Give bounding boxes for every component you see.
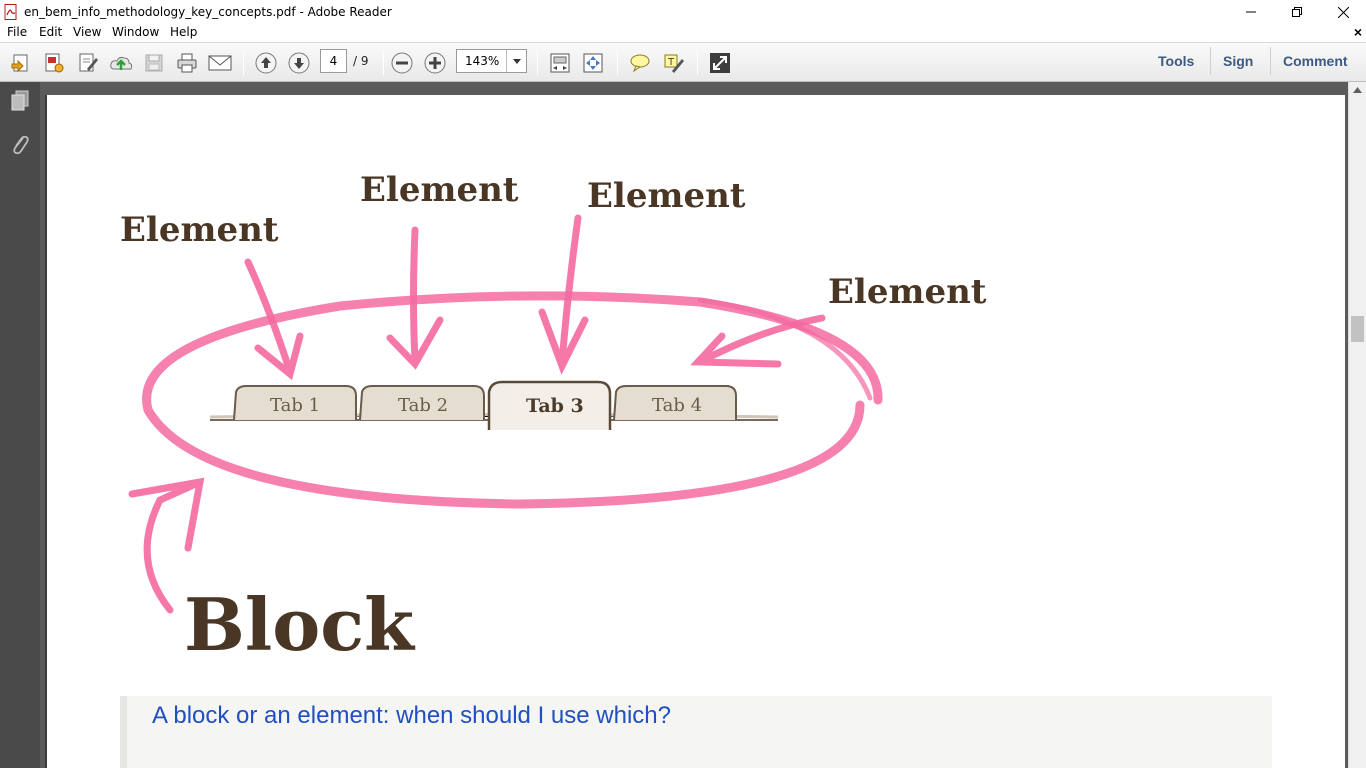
tab-2-label: Tab 2	[398, 395, 449, 416]
menu-window[interactable]: Window	[112, 25, 160, 39]
save-icon[interactable]	[141, 50, 167, 76]
section-block: A block or an element: when should I use…	[120, 696, 1272, 768]
restore-button[interactable]	[1274, 0, 1320, 24]
tab-shape	[613, 385, 737, 421]
close-window-button[interactable]	[1320, 0, 1366, 24]
sticky-note-icon[interactable]	[627, 50, 653, 76]
element-label: Element	[828, 272, 987, 312]
comment-pane-button[interactable]: Comment	[1283, 53, 1348, 69]
zoom-select[interactable]: 143%	[456, 49, 527, 73]
full-screen-icon[interactable]	[707, 50, 733, 76]
menu-edit[interactable]: Edit	[39, 25, 63, 39]
pdf-page	[45, 95, 1345, 768]
next-page-icon[interactable]	[286, 50, 312, 76]
chevron-down-icon[interactable]	[506, 50, 526, 72]
scroll-thumb[interactable]	[1351, 316, 1364, 342]
sign-pane-button[interactable]: Sign	[1223, 53, 1254, 69]
svg-text:T: T	[667, 57, 675, 68]
create-pdf-icon[interactable]	[41, 50, 67, 76]
title-bar: en_bem_info_methodology_key_concepts.pdf…	[0, 0, 1366, 24]
previous-page-icon[interactable]	[253, 50, 279, 76]
tab-4-label: Tab 4	[652, 395, 703, 416]
element-label: Element	[120, 210, 279, 250]
fit-width-icon[interactable]	[547, 50, 573, 76]
zoom-out-icon[interactable]	[389, 50, 415, 76]
edit-pdf-icon[interactable]	[75, 50, 101, 76]
highlight-text-icon[interactable]: T	[660, 50, 686, 76]
page-number-input[interactable]: 4	[320, 49, 347, 73]
tab-shape	[359, 385, 485, 421]
fit-page-icon[interactable]	[580, 50, 606, 76]
tab-shape-active	[487, 380, 612, 430]
minimize-button[interactable]	[1228, 0, 1274, 24]
window-title: en_bem_info_methodology_key_concepts.pdf…	[24, 5, 392, 19]
scroll-up-icon[interactable]	[1348, 82, 1366, 98]
menu-bar: File Edit View Window Help ×	[0, 24, 1366, 42]
menu-file[interactable]: File	[7, 25, 28, 39]
page-thumbnails-icon[interactable]	[8, 88, 32, 114]
element-arrows	[128, 214, 826, 614]
upload-cloud-icon[interactable]	[108, 50, 134, 76]
tab-strip	[209, 380, 779, 430]
print-icon[interactable]	[174, 50, 200, 76]
navigation-pane	[0, 82, 40, 768]
pdf-file-icon	[4, 4, 18, 20]
section-heading: A block or an element: when should I use…	[152, 702, 671, 729]
close-document-icon[interactable]: ×	[1353, 24, 1362, 40]
tab-3-label: Tab 3	[526, 395, 584, 417]
menu-help[interactable]: Help	[170, 25, 198, 39]
tools-pane-button[interactable]: Tools	[1158, 53, 1195, 69]
email-icon[interactable]	[207, 50, 233, 76]
tab-shape	[233, 385, 357, 421]
menu-view[interactable]: View	[73, 25, 102, 39]
element-label: Element	[360, 170, 519, 210]
zoom-value: 143%	[465, 54, 500, 68]
element-label: Element	[587, 176, 746, 216]
block-label: Block	[184, 582, 414, 667]
toolbar: T	[0, 42, 1366, 82]
block-ellipse	[142, 291, 883, 509]
zoom-in-icon[interactable]	[422, 50, 448, 76]
attachments-icon[interactable]	[8, 132, 32, 158]
page-total: / 9	[353, 54, 369, 68]
tab-1-label: Tab 1	[270, 395, 321, 416]
open-file-icon[interactable]	[8, 50, 34, 76]
vertical-scrollbar[interactable]	[1348, 82, 1366, 768]
